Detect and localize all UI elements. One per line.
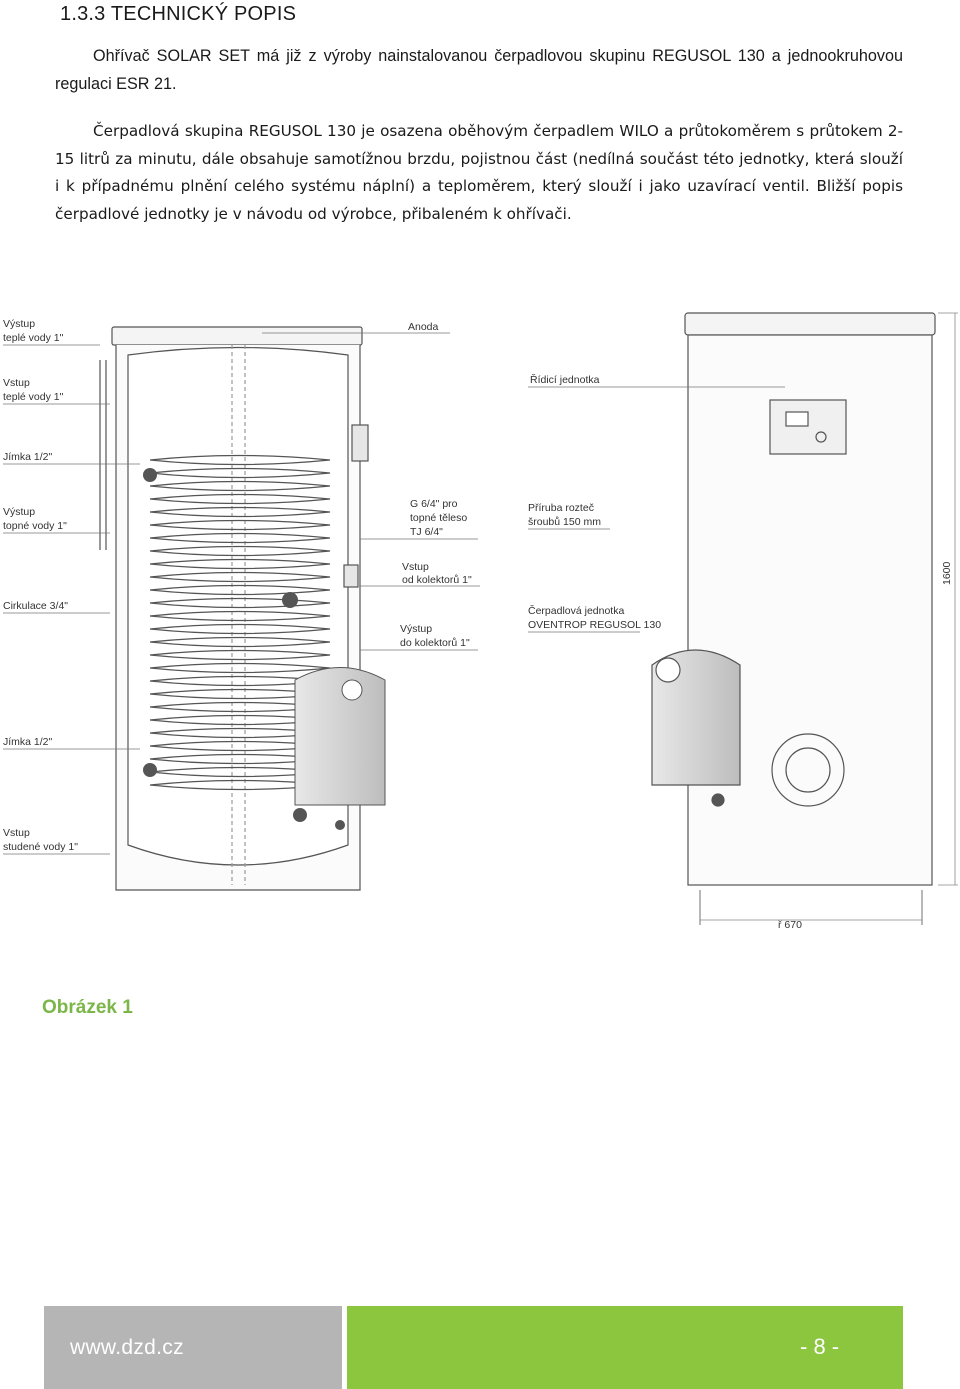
paragraph-intro-text: Ohřívač SOLAR SET má již z výroby nainst… bbox=[55, 47, 903, 93]
coil-turn bbox=[149, 493, 331, 505]
label-collector-out-2: do kolektorů 1" bbox=[400, 637, 470, 649]
right-labels: Řídicí jednotka Příruba rozteč šroubů 15… bbox=[528, 373, 953, 931]
coil-turn bbox=[149, 584, 331, 596]
boiler-drawing: Výstup teplé vody 1" Vstup teplé vody 1"… bbox=[3, 312, 958, 931]
coil-turn bbox=[149, 519, 331, 531]
label-heating-out: Výstup bbox=[3, 506, 35, 518]
footer-left-bar bbox=[44, 1306, 342, 1389]
label-circulation: Cirkulace 3/4" bbox=[3, 600, 68, 612]
coil-turn bbox=[149, 506, 331, 518]
technical-drawing: Výstup teplé vody 1" Vstup teplé vody 1"… bbox=[0, 285, 960, 945]
pump-unit-section bbox=[294, 667, 386, 806]
label-pump-unit-model: OVENTROP REGUSOL 130 bbox=[528, 619, 661, 631]
coil-turn bbox=[149, 467, 331, 479]
coil-turn bbox=[149, 623, 331, 635]
label-sensor-top: Jímka 1/2" bbox=[3, 451, 53, 463]
label-flange: Příruba rozteč bbox=[528, 502, 594, 514]
label-hot-water-in: Vstup bbox=[3, 377, 30, 389]
left-labels: Výstup teplé vody 1" Vstup teplé vody 1"… bbox=[3, 318, 78, 853]
footer-url-link[interactable]: www.dzd.cz bbox=[70, 1336, 184, 1359]
label-heater-port-3: TJ 6/4" bbox=[410, 526, 443, 538]
label-heater-port: G 6/4" pro bbox=[410, 498, 458, 510]
right-leader-lines bbox=[528, 386, 785, 633]
label-heating-out-size: topné vody 1" bbox=[3, 520, 67, 532]
label-cold-water-in-size: studené vody 1" bbox=[3, 841, 78, 853]
coil-turn bbox=[149, 558, 331, 570]
coil-turn bbox=[149, 610, 331, 622]
section-view bbox=[99, 326, 369, 891]
label-height-dimension: 1600 bbox=[941, 561, 953, 585]
coil-turn bbox=[149, 454, 331, 466]
paragraph-pump-group-text: Čerpadlová skupina REGUSOL 130 je osazen… bbox=[55, 122, 903, 223]
label-width-dimension: ř 670 bbox=[778, 919, 802, 931]
figure-caption: Obrázek 1 bbox=[42, 997, 133, 1018]
page-number: - 8 - bbox=[800, 1334, 840, 1359]
paragraph-intro: Ohřívač SOLAR SET má již z výroby nainst… bbox=[55, 43, 903, 98]
coil-turn bbox=[149, 532, 331, 544]
coil-turn bbox=[149, 649, 331, 661]
section-heading: 1.3.3 TECHNICKÝ POPIS bbox=[60, 3, 297, 25]
label-heater-port-2: topné těleso bbox=[410, 512, 467, 524]
center-labels: Anoda G 6/4" pro topné těleso TJ 6/4" Vs… bbox=[400, 321, 472, 649]
label-hot-water-in-size: teplé vody 1" bbox=[3, 391, 64, 403]
label-hot-water-out: Výstup bbox=[3, 318, 35, 330]
left-leader-lines bbox=[3, 344, 140, 855]
label-sensor-bottom: Jímka 1/2" bbox=[3, 736, 53, 748]
label-controller: Řídicí jednotka bbox=[530, 373, 600, 386]
coil-turn bbox=[149, 545, 331, 557]
label-hot-water-out-size: teplé vody 1" bbox=[3, 332, 64, 344]
paragraph-pump-group: Čerpadlová skupina REGUSOL 130 je osazen… bbox=[55, 118, 903, 228]
label-collector-in: Vstup bbox=[402, 561, 429, 573]
coil-turn bbox=[149, 597, 331, 609]
footer-right-bar bbox=[347, 1306, 903, 1389]
label-collector-out: Výstup bbox=[400, 623, 432, 635]
label-cold-water-in: Vstup bbox=[3, 827, 30, 839]
label-pump-unit: Čerpadlová jednotka bbox=[528, 604, 624, 617]
ports-left bbox=[143, 468, 345, 830]
center-leader-lines bbox=[262, 332, 480, 651]
coil-turn bbox=[149, 636, 331, 648]
label-flange-2: šroubů 150 mm bbox=[528, 516, 601, 528]
label-collector-in-2: od kolektorů 1" bbox=[402, 574, 472, 586]
coil-turn bbox=[149, 480, 331, 492]
label-anode: Anoda bbox=[408, 321, 439, 333]
coil-turn bbox=[149, 571, 331, 583]
front-view bbox=[651, 312, 958, 925]
